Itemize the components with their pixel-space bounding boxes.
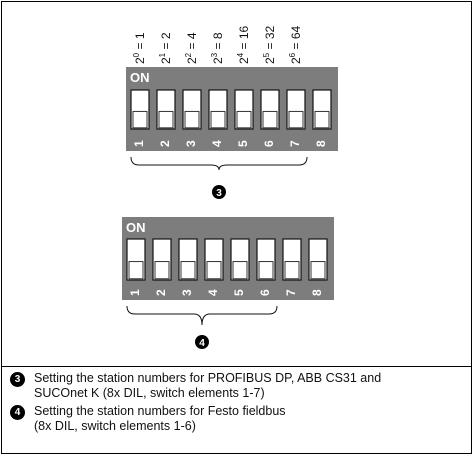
switch-number: 6 — [258, 289, 272, 296]
legend-text-3: Setting the station numbers for PROFIBUS… — [34, 371, 381, 401]
legend-line: Setting the station numbers for PROFIBUS… — [34, 371, 382, 385]
switch-toggle — [206, 261, 222, 280]
switch-number: 8 — [310, 289, 324, 296]
switch-number: 1 — [128, 289, 142, 296]
switch-number: 4 — [210, 140, 224, 147]
switch-toggle — [128, 261, 144, 280]
power-label-text: 20 = 1 — [132, 32, 147, 64]
marker-4-icon — [195, 335, 209, 349]
switch-number: 7 — [288, 140, 302, 147]
brace — [126, 305, 278, 326]
dip-switch-2: ON 1 2 3 4 5 6 7 8 4 — [122, 217, 334, 349]
legend-separator — [1, 366, 472, 367]
power-label-text: 23 = 8 — [210, 32, 225, 64]
marker-4-icon: 4 — [10, 405, 25, 420]
switch-toggle — [258, 261, 274, 280]
switch-toggle — [232, 261, 248, 280]
marker-3-icon — [212, 185, 226, 199]
switch-number: 5 — [236, 140, 250, 147]
marker-number: 4 — [199, 338, 205, 349]
power-label-text: 24 = 16 — [236, 26, 251, 64]
power-label-text: 22 = 4 — [184, 32, 199, 64]
power-label: 25 = 32 — [262, 26, 277, 64]
switch-number: 2 — [158, 140, 172, 147]
power-label-text: 25 = 32 — [262, 26, 277, 64]
switch-toggle — [184, 110, 200, 129]
on-label: ON — [126, 220, 146, 235]
legend-line: Setting the station numbers for Festo fi… — [34, 404, 286, 418]
power-label: 26 = 64 — [288, 26, 303, 64]
switch-number: 3 — [180, 289, 194, 296]
switch-number: 8 — [314, 140, 328, 147]
marker-3-icon: 3 — [10, 372, 25, 387]
switch-toggle — [284, 261, 300, 280]
switch-number: 7 — [284, 289, 298, 296]
switch-number: 2 — [154, 289, 168, 296]
switch-toggle — [132, 110, 148, 129]
switch-toggle — [158, 110, 174, 129]
legend-item-4: 4 Setting the station numbers for Festo … — [10, 404, 468, 434]
switch-toggle — [236, 110, 252, 129]
brace — [130, 156, 308, 171]
marker-number: 3 — [216, 188, 222, 199]
on-label: ON — [130, 70, 150, 85]
power-label: 23 = 8 — [210, 32, 225, 64]
switch-number: 1 — [132, 140, 146, 147]
switch-number: 6 — [262, 140, 276, 147]
dip-switch-1: ON 1 2 3 4 5 6 7 8 3 20 = 1 21 = 2 22 = 4 23 = 8 24 = … — [126, 26, 338, 199]
switch-toggle — [288, 110, 304, 129]
power-label: 21 = 2 — [158, 32, 173, 64]
power-label-text: 21 = 2 — [158, 32, 173, 64]
legend: 3 Setting the station numbers for PROFIB… — [10, 371, 468, 437]
power-label: 22 = 4 — [184, 32, 199, 64]
switch-toggle — [314, 110, 330, 129]
switch-number: 3 — [184, 140, 198, 147]
power-label-text: 26 = 64 — [288, 26, 303, 64]
legend-line: (8x DIL, switch elements 1-6) — [34, 419, 196, 433]
legend-text-4: Setting the station numbers for Festo fi… — [34, 404, 286, 434]
power-label: 20 = 1 — [132, 32, 147, 64]
switch-toggle — [210, 110, 226, 129]
power-label: 24 = 16 — [236, 26, 251, 64]
switch-toggle — [154, 261, 170, 280]
legend-item-3: 3 Setting the station numbers for PROFIB… — [10, 371, 468, 401]
switch-toggle — [262, 110, 278, 129]
switch-toggle — [310, 261, 326, 280]
switch-toggle — [180, 261, 196, 280]
dip-switch-diagram: ON 1 2 3 4 5 6 7 8 3 20 = 1 21 = 2 22 = 4 23 = 8 24 = … — [122, 26, 338, 349]
switch-number: 4 — [206, 289, 220, 296]
legend-line: SUCOnet K (8x DIL, switch elements 1-7) — [34, 386, 265, 400]
switch-number: 5 — [232, 289, 246, 296]
